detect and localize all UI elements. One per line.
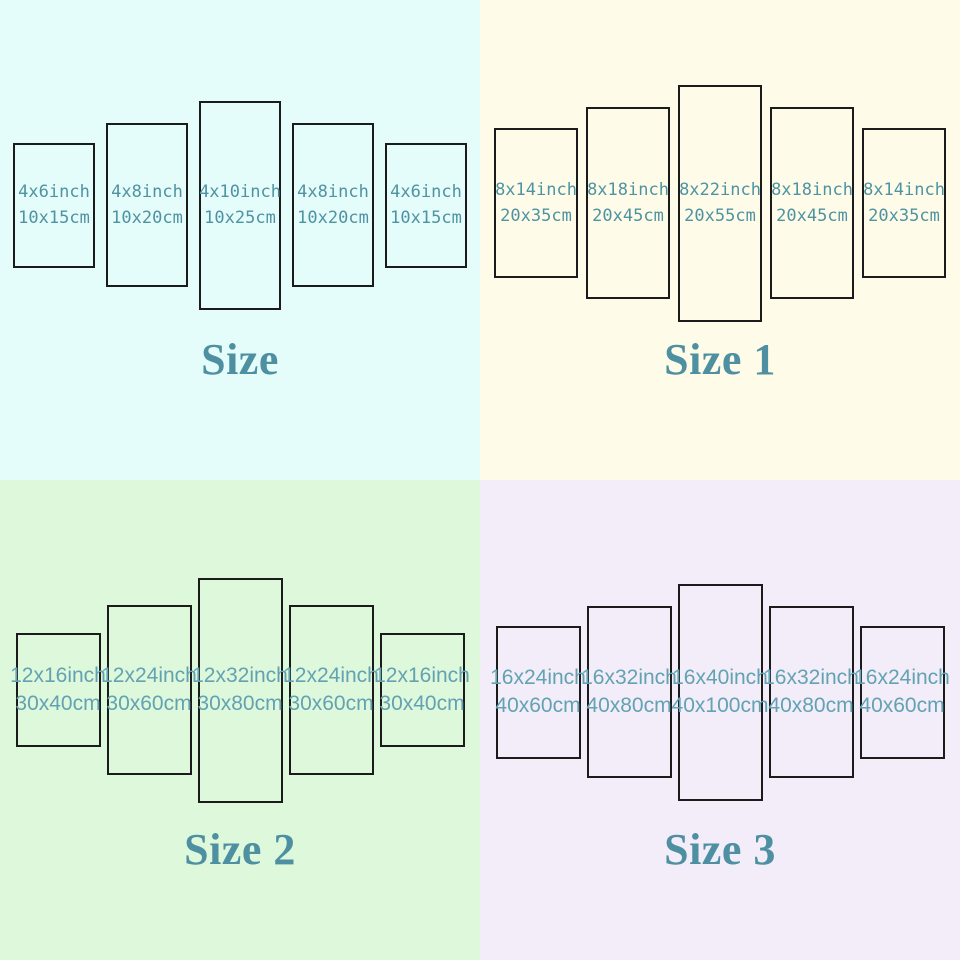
canvas-panel: 12x24inch 30x60cm xyxy=(283,605,379,775)
canvas-panel: 8x18inch 20x45cm xyxy=(770,107,854,299)
panel-row: 8x14inch 20x35cm 8x18inch 20x45cm 8x22in… xyxy=(480,83,960,323)
canvas-panel: 12x16inch 30x40cm xyxy=(374,633,470,747)
panel-inch-label: 16x40inch xyxy=(672,666,768,689)
canvas-panel: 12x24inch 30x60cm xyxy=(101,605,197,775)
canvas-panel: 8x14inch 20x35cm xyxy=(862,128,946,278)
panel-row: 16x24inch 40x60cm 16x32inch 40x80cm 16x4… xyxy=(480,572,960,812)
panel-cm-label: 40x100cm xyxy=(671,694,769,717)
quadrant-size: 4x6inch 10x15cm 4x8inch 10x20cm 4x10inch… xyxy=(0,0,480,480)
quadrant-size-2: 12x16inch 30x40cm 12x24inch 30x60cm 12x3… xyxy=(0,480,480,960)
canvas-panel: 8x18inch 20x45cm xyxy=(586,107,670,299)
quadrant-size-3: 16x24inch 40x60cm 16x32inch 40x80cm 16x4… xyxy=(480,480,960,960)
panel-inch-label: 8x22inch xyxy=(679,180,761,200)
panel-inch-label: 4x8inch xyxy=(111,182,183,202)
panel-cm-label: 20x45cm xyxy=(592,206,664,226)
panel-inch-label: 8x14inch xyxy=(863,180,945,200)
panel-inch-label: 16x24inch xyxy=(854,666,950,689)
panel-cm-label: 30x80cm xyxy=(197,692,283,715)
panel-inch-label: 16x32inch xyxy=(763,666,859,689)
panel-inch-label: 16x24inch xyxy=(490,666,586,689)
panel-cm-label: 20x55cm xyxy=(684,206,756,226)
panel-cm-label: 40x80cm xyxy=(586,694,672,717)
canvas-panel: 16x24inch 40x60cm xyxy=(854,625,950,759)
panel-cm-label: 40x80cm xyxy=(768,694,854,717)
panel-cm-label: 10x20cm xyxy=(111,208,183,228)
panel-row: 4x6inch 10x15cm 4x8inch 10x20cm 4x10inch… xyxy=(0,85,480,325)
canvas-panel: 4x6inch 10x15cm xyxy=(385,142,467,268)
quadrant-title: Size 1 xyxy=(664,335,776,384)
panel-inch-label: 12x16inch xyxy=(374,664,470,687)
panel-cm-label: 10x20cm xyxy=(297,208,369,228)
canvas-panel: 16x24inch 40x60cm xyxy=(490,625,586,759)
panel-inch-label: 12x32inch xyxy=(192,664,288,687)
panel-cm-label: 10x15cm xyxy=(18,208,90,228)
panel-inch-label: 12x16inch xyxy=(10,664,106,687)
panel-cm-label: 20x35cm xyxy=(868,206,940,226)
canvas-panel: 8x14inch 20x35cm xyxy=(494,128,578,278)
panel-cm-label: 30x60cm xyxy=(288,692,374,715)
quadrant-title: Size xyxy=(201,335,279,384)
panel-cm-label: 30x40cm xyxy=(379,692,465,715)
panel-inch-label: 8x18inch xyxy=(771,180,853,200)
panel-cm-label: 30x60cm xyxy=(106,692,192,715)
panel-inch-label: 8x18inch xyxy=(587,180,669,200)
canvas-panel: 16x32inch 40x80cm xyxy=(763,606,859,778)
canvas-panel: 12x32inch 30x80cm xyxy=(192,577,288,803)
canvas-panel: 8x22inch 20x55cm xyxy=(678,84,762,322)
canvas-panel: 16x40inch 40x100cm xyxy=(672,583,768,801)
panel-inch-label: 4x6inch xyxy=(18,182,90,202)
quadrant-title: Size 2 xyxy=(184,825,296,874)
panel-cm-label: 20x35cm xyxy=(500,206,572,226)
panel-cm-label: 40x60cm xyxy=(859,694,945,717)
quadrant-title: Size 3 xyxy=(664,825,776,874)
panel-inch-label: 8x14inch xyxy=(495,180,577,200)
quadrant-size-1: 8x14inch 20x35cm 8x18inch 20x45cm 8x22in… xyxy=(480,0,960,480)
canvas-panel: 4x8inch 10x20cm xyxy=(292,123,374,287)
canvas-panel: 4x8inch 10x20cm xyxy=(106,123,188,287)
canvas-panel: 4x6inch 10x15cm xyxy=(13,142,95,268)
panel-cm-label: 10x25cm xyxy=(204,208,276,228)
panel-cm-label: 20x45cm xyxy=(776,206,848,226)
panel-inch-label: 4x6inch xyxy=(390,182,462,202)
panel-inch-label: 12x24inch xyxy=(101,664,197,687)
canvas-panel: 4x10inch 10x25cm xyxy=(199,100,281,310)
canvas-panel: 12x16inch 30x40cm xyxy=(10,633,106,747)
panel-row: 12x16inch 30x40cm 12x24inch 30x60cm 12x3… xyxy=(0,570,480,810)
panel-inch-label: 4x8inch xyxy=(297,182,369,202)
canvas-panel: 16x32inch 40x80cm xyxy=(581,606,677,778)
panel-cm-label: 40x60cm xyxy=(495,694,581,717)
panel-cm-label: 10x15cm xyxy=(390,208,462,228)
panel-cm-label: 30x40cm xyxy=(15,692,101,715)
panel-inch-label: 16x32inch xyxy=(581,666,677,689)
panel-inch-label: 12x24inch xyxy=(283,664,379,687)
panel-inch-label: 4x10inch xyxy=(199,182,281,202)
